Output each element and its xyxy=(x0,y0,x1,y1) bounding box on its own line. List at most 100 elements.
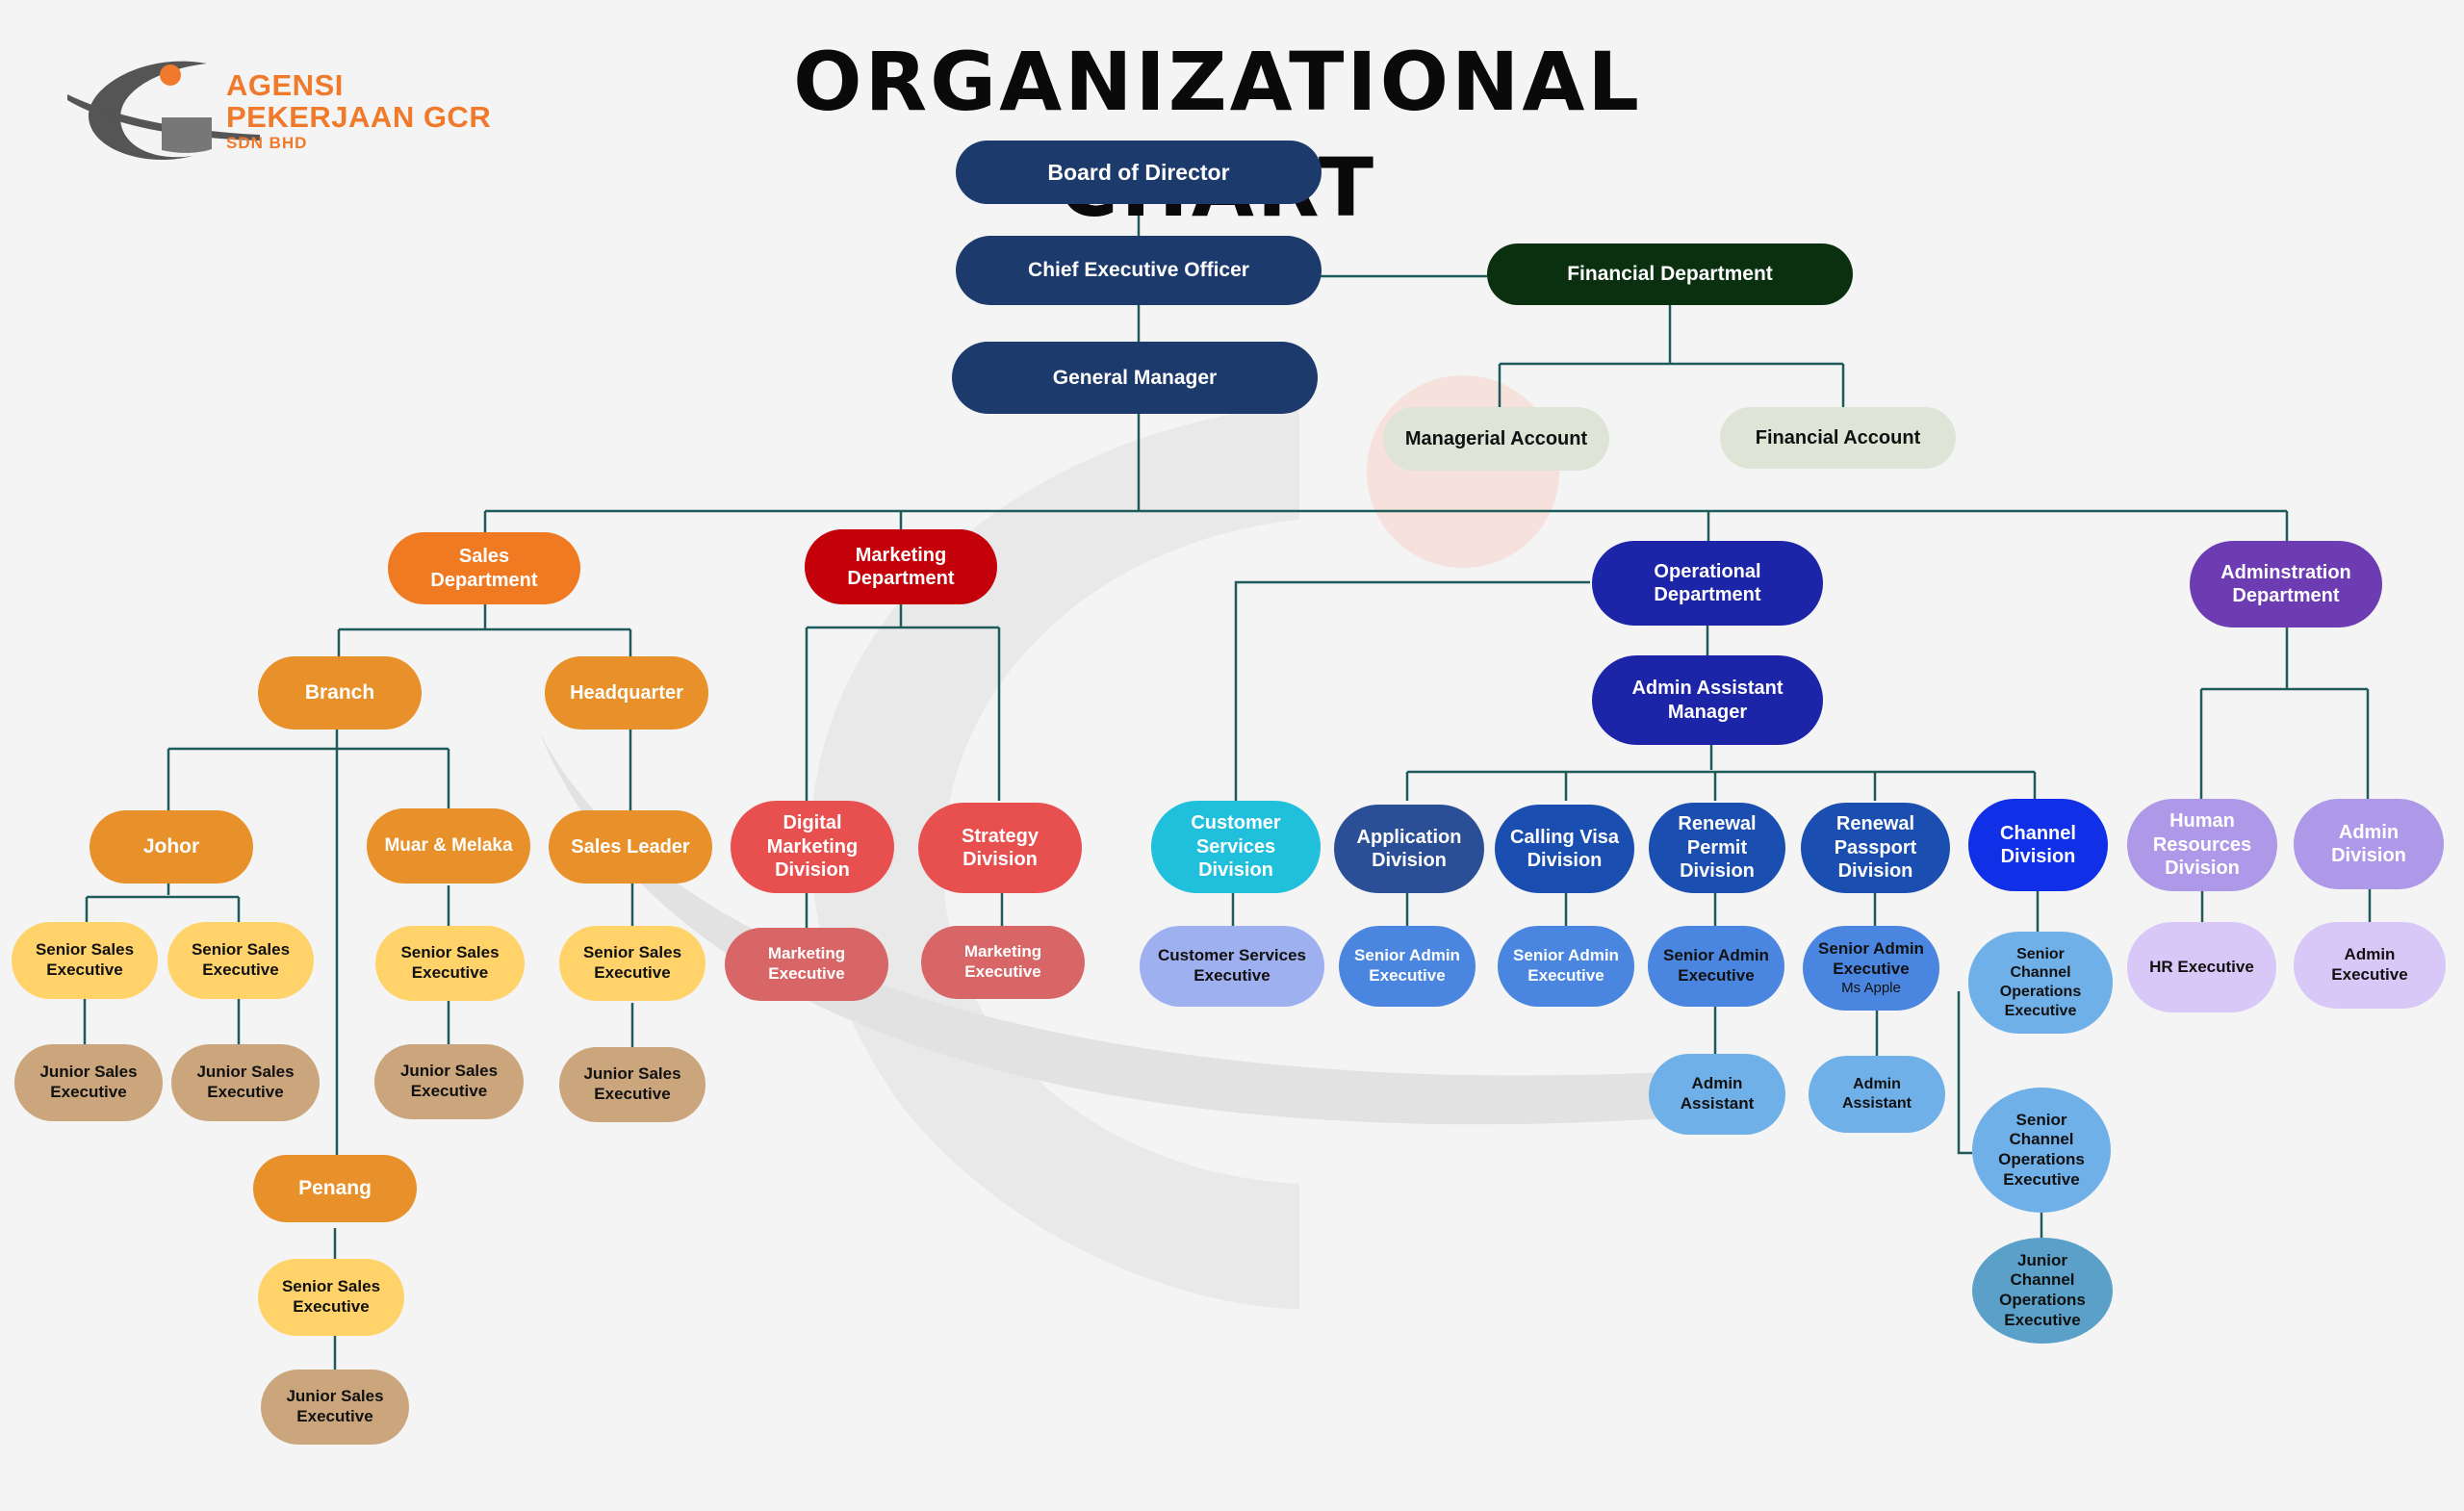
node-label: Executive xyxy=(1369,966,1446,985)
node-label: Operations xyxy=(1998,1150,2085,1168)
node-label: Junior Sales xyxy=(286,1387,384,1406)
node-label: Executive xyxy=(964,962,1041,981)
company-name: AGENSI PEKERJAAN GCR SDN BHD xyxy=(226,69,491,154)
node-label: Permit xyxy=(1686,836,1748,858)
node-label: Junior Sales xyxy=(39,1063,138,1082)
node-label: Channel xyxy=(2010,964,2071,982)
node-label: Marketing xyxy=(963,942,1042,961)
managerial-account-node: Managerial Account xyxy=(1383,407,1609,471)
node-label: Executive xyxy=(2331,965,2408,984)
node-label: Senior Sales xyxy=(191,940,291,960)
johor-node: Johor xyxy=(90,810,253,884)
node-label: Admin xyxy=(1853,1076,1901,1093)
financial-department-node: Financial Department xyxy=(1487,243,1853,305)
node-label: Junior xyxy=(2017,1250,2067,1269)
node-label: Executive xyxy=(1678,966,1755,985)
node-label: Executive xyxy=(1527,966,1604,985)
node-label: Department xyxy=(430,569,538,591)
node-label: Division xyxy=(2165,858,2240,880)
node-label: Board of Director xyxy=(1047,159,1230,185)
node-label: Executive xyxy=(2003,1169,2080,1189)
node-label: Services xyxy=(1195,835,1276,858)
node-label: Executive xyxy=(1833,959,1910,978)
node-label: Junior Sales xyxy=(196,1063,295,1082)
node-label: Resources xyxy=(2152,833,2252,856)
node-label: Financial Department xyxy=(1567,263,1773,286)
node-label: Financial Account xyxy=(1755,426,1921,448)
node-label: Managerial Account xyxy=(1404,427,1588,449)
node-label: Muar & Melaka xyxy=(384,835,513,857)
node-label: Assistant xyxy=(1841,1095,1912,1112)
node-label: Senior Admin xyxy=(1354,946,1460,965)
node-label: Customer Services xyxy=(1157,946,1307,965)
penang-node: Penang xyxy=(253,1155,417,1222)
node-label: Department xyxy=(2232,585,2340,606)
node-label: Manager xyxy=(1667,701,1748,723)
node-label: Channel xyxy=(2009,1130,2074,1149)
node-label: Executive xyxy=(768,964,845,983)
node-label: Admin xyxy=(1691,1074,1743,1093)
headquarter-node: Headquarter xyxy=(545,656,708,730)
node-label: Customer xyxy=(1191,812,1281,834)
node-label: Senior Sales xyxy=(35,940,135,960)
node-label: Executive xyxy=(410,1082,488,1100)
node-label: Division xyxy=(962,849,1038,870)
node-label: Senior xyxy=(2016,945,2065,962)
node-label: HR Executive xyxy=(2149,957,2254,976)
node-label: Sales Leader xyxy=(571,835,690,858)
company-name-line2: PEKERJAAN GCR xyxy=(226,100,492,134)
node-label: Executive xyxy=(50,1083,127,1101)
node-label: Marketing xyxy=(766,835,859,858)
node-label: Division xyxy=(775,859,850,882)
node-label: Strategy xyxy=(961,825,1040,847)
node-label: Channel xyxy=(2000,822,2076,844)
node-label: Executive xyxy=(1194,966,1270,985)
node-label: Senior Admin xyxy=(1818,939,1924,959)
node-label: Division xyxy=(2331,845,2406,866)
node-label: Calling Visa xyxy=(1509,826,1619,848)
node-label: Admin xyxy=(2344,945,2396,964)
company-name-line3: SDN BHD xyxy=(226,134,308,152)
company-logo xyxy=(67,61,260,161)
node-label: Sales xyxy=(458,546,510,568)
gm-node: General Manager xyxy=(952,342,1318,414)
node-label: Department xyxy=(847,568,955,589)
node-label: Chief Executive Officer xyxy=(1028,259,1249,282)
node-label: Junior Sales xyxy=(583,1064,681,1084)
node-label: Senior Admin xyxy=(1513,946,1619,965)
node-label: Branch xyxy=(304,681,375,704)
node-label: Division xyxy=(1527,850,1603,871)
node-label: Adminstration xyxy=(2220,561,2351,583)
node-label: Executive xyxy=(2004,1310,2081,1329)
